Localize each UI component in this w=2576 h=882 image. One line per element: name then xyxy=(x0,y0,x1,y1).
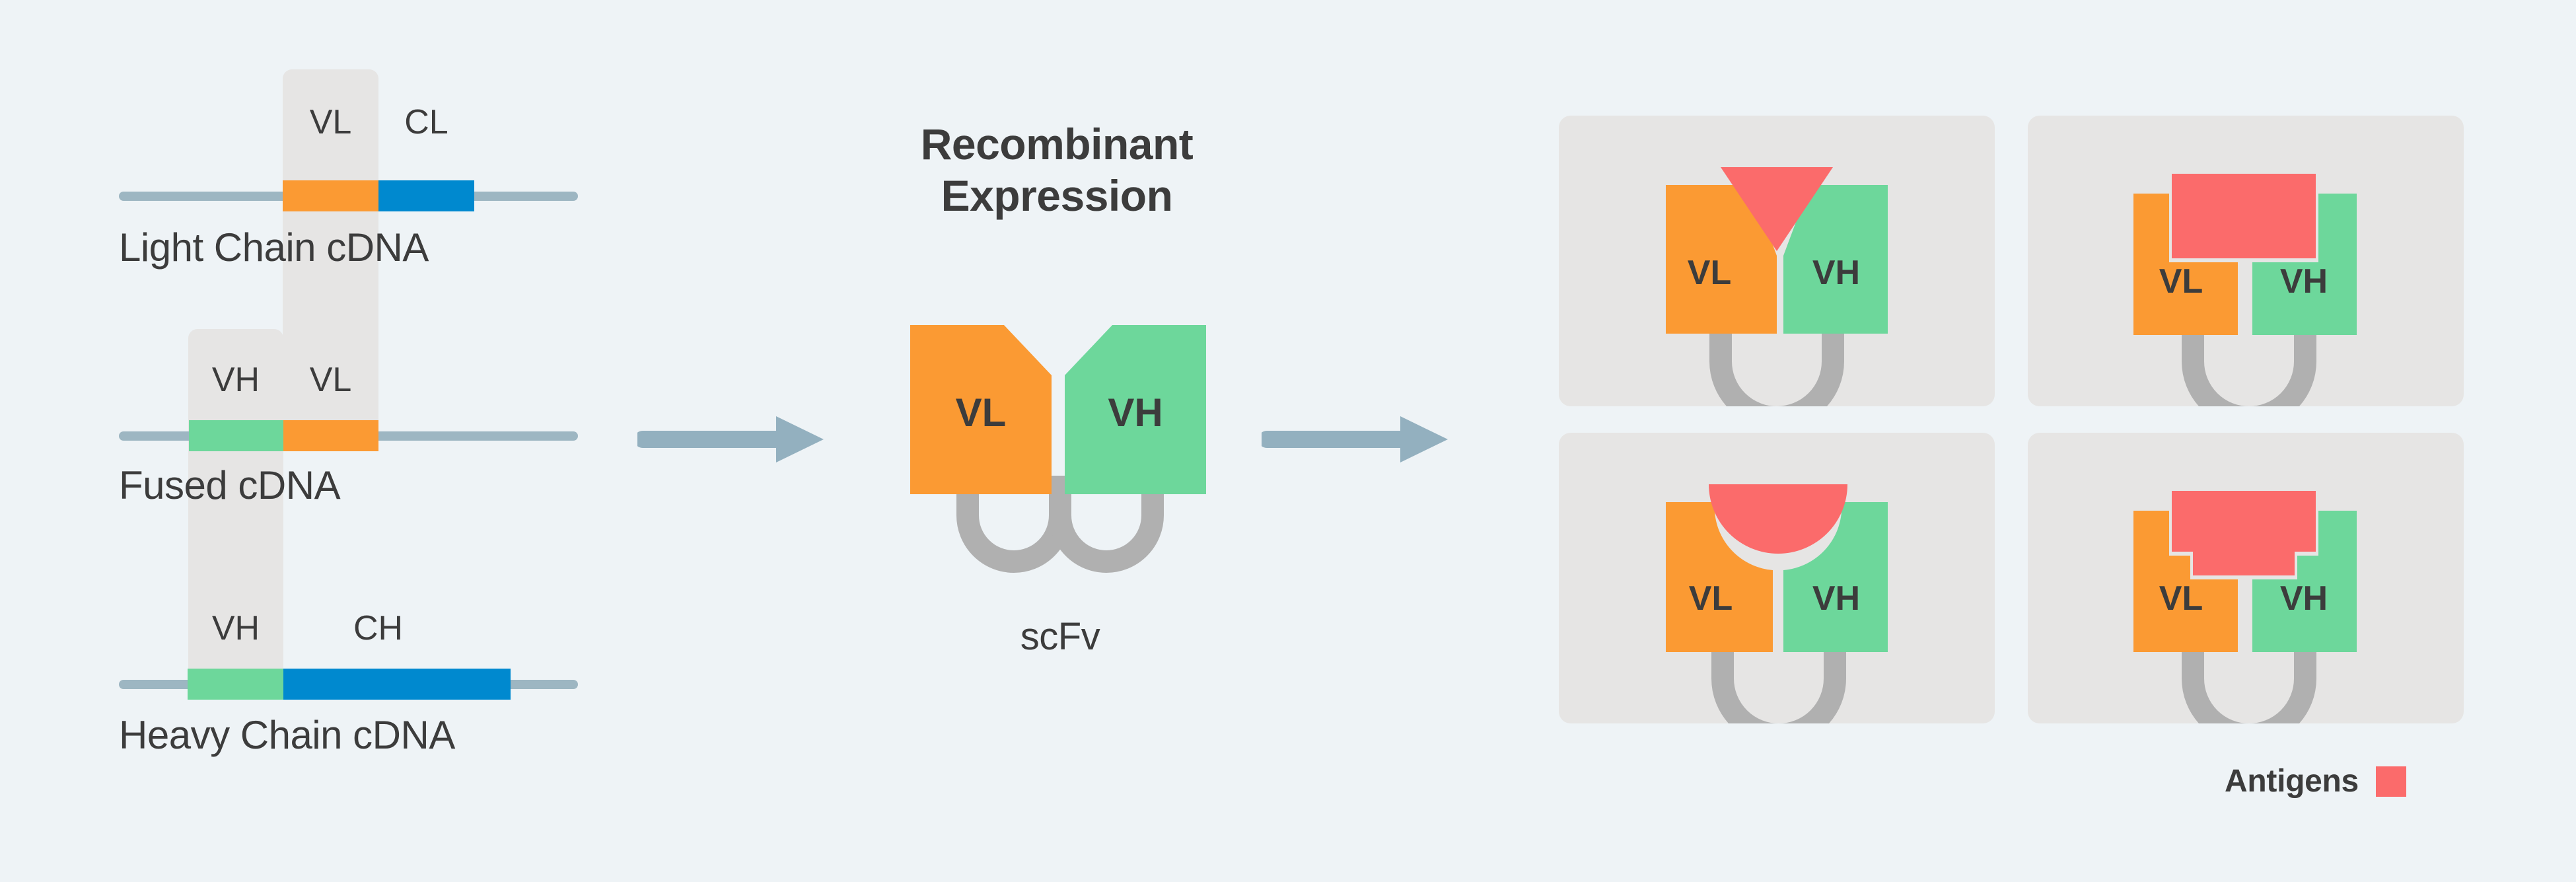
segment-label-vh-heavy: VH xyxy=(211,609,260,647)
vh-domain-label: VH xyxy=(2280,579,2328,618)
highlight-band-vl xyxy=(283,69,378,451)
scfv-molecule: VL VH xyxy=(910,325,1206,573)
highlight-band-vh xyxy=(188,329,283,669)
vh-domain-shape xyxy=(2252,194,2357,335)
segment-label-vh: VH xyxy=(211,361,260,399)
cdna-segment-ch xyxy=(283,669,511,700)
cdna-caption-heavy-chain: Heavy Chain cDNA xyxy=(119,713,455,757)
segment-label-cl: CL xyxy=(404,103,448,141)
process-arrow-left xyxy=(637,416,824,462)
vh-domain-shape xyxy=(1783,185,1888,334)
antigen-triangle-shape xyxy=(1721,167,1833,251)
cdna-segment-cl xyxy=(378,180,474,211)
vh-domain-label: VH xyxy=(1812,579,1860,618)
panel-1-triangle-antigen[interactable]: VL VH xyxy=(1559,116,1995,406)
vh-domain-shape xyxy=(1065,325,1206,494)
section-title-line-2: Expression xyxy=(941,170,1173,220)
segment-label-vl-fused: VL xyxy=(309,361,352,399)
vh-domain-label: VH xyxy=(1108,390,1163,435)
vl-domain-shape xyxy=(2133,511,2238,652)
vh-domain-shape xyxy=(1783,502,1888,652)
process-arrow-right xyxy=(1262,416,1448,462)
vl-domain-shape xyxy=(1666,185,1777,334)
cdna-segment-vh xyxy=(188,669,283,700)
vl-domain-label: VL xyxy=(2159,579,2203,618)
vh-domain-shape xyxy=(2252,511,2357,652)
panel-2-rectangle-antigen[interactable]: VL VH xyxy=(2028,116,2464,406)
vl-domain-label: VL xyxy=(956,390,1007,435)
cdna-segment-vl xyxy=(283,180,378,211)
cdna-segment-vh xyxy=(189,420,283,451)
antigen-rectangle-shape xyxy=(2172,174,2316,258)
section-title: Recombinant Expression xyxy=(865,119,1248,222)
antigens-legend: Antigens xyxy=(2225,763,2406,799)
segment-label-vl: VL xyxy=(309,103,352,141)
vl-domain-label: VL xyxy=(2159,262,2203,301)
antigen-stepped-shape xyxy=(2172,491,2316,575)
antigen-semicircle-shape xyxy=(1709,484,1847,554)
cdna-segment-vl xyxy=(283,420,378,451)
vl-domain-shape xyxy=(2133,194,2238,335)
vh-domain-label: VH xyxy=(2280,262,2328,301)
section-title-line-1: Recombinant xyxy=(920,120,1194,168)
vl-domain-shape xyxy=(910,325,1052,494)
cdna-caption-fused: Fused cDNA xyxy=(119,463,341,507)
legend-label-antigens: Antigens xyxy=(2225,764,2359,799)
vl-domain-label: VL xyxy=(1688,254,1731,292)
vl-domain-label: VL xyxy=(1689,579,1733,618)
legend-swatch-antigen xyxy=(2375,766,2406,797)
panel-3-semicircle-antigen[interactable]: VL VH xyxy=(1559,433,1995,723)
scfv-caption: scFv xyxy=(1020,615,1100,658)
vh-domain-label: VH xyxy=(1812,254,1860,292)
segment-label-ch: CH xyxy=(353,609,404,647)
cdna-caption-light-chain: Light Chain cDNA xyxy=(119,225,429,270)
panel-4-stepped-antigen[interactable]: VL VH xyxy=(2028,433,2464,723)
vl-domain-shape xyxy=(1666,502,1773,652)
